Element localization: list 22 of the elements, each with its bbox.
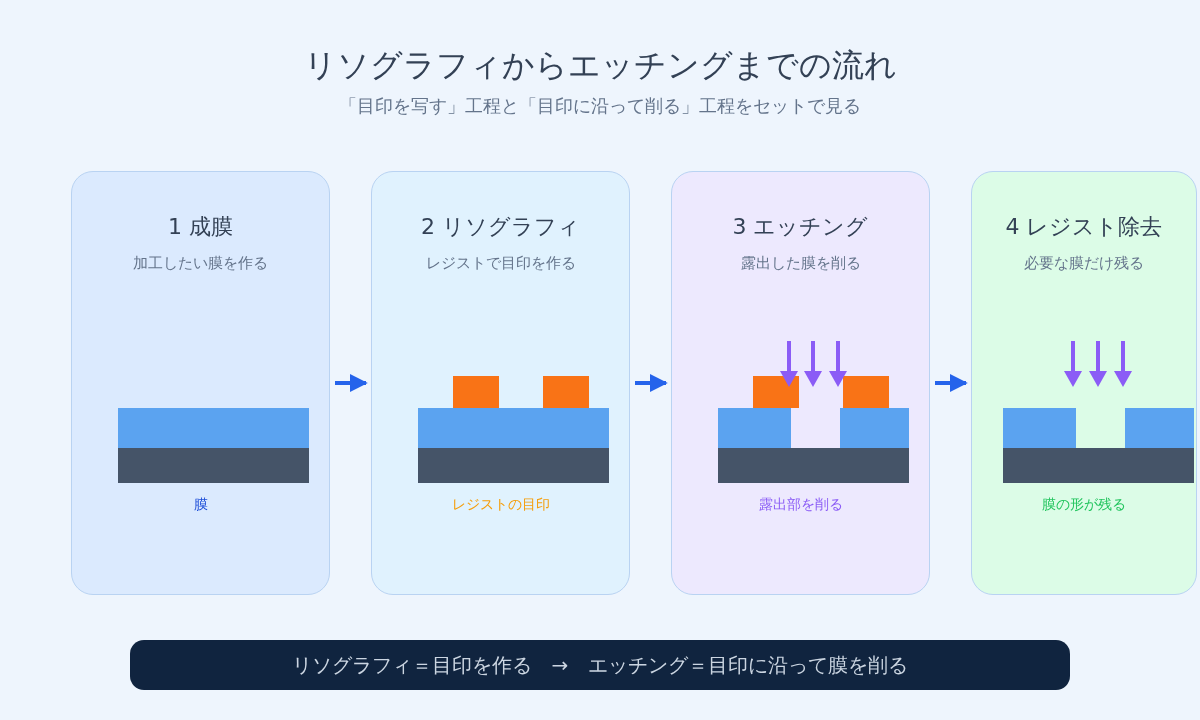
layer-caption: 膜 — [192, 496, 209, 514]
step-title: 3 エッチング — [731, 213, 870, 241]
step-description: 加工したい膜を作る — [132, 254, 269, 273]
subtitle-note: 「目印を写す」工程と「目印に沿って削る」工程をセットで見る — [338, 94, 862, 118]
step-description: レジストで目印を作る — [424, 254, 577, 273]
layer-caption: 露出部を削る — [757, 496, 844, 514]
step-card — [671, 171, 930, 595]
arrow — [935, 374, 968, 392]
step-card — [71, 171, 330, 595]
step-card — [371, 171, 630, 595]
summary-banner: リソグラフィ＝目印を作る → エッチング＝目印に沿って膜を削る — [130, 640, 1070, 690]
step-title: 1 成膜 — [167, 213, 234, 241]
step-card — [971, 171, 1197, 595]
step-title: 2 リソグラフィ — [420, 213, 581, 241]
step-description: 必要な膜だけ残る — [1023, 254, 1145, 273]
arrow — [635, 374, 668, 392]
step-description: 露出した膜を削る — [739, 254, 862, 273]
step-title: 4 レジスト除去 — [1004, 213, 1164, 241]
layer-caption: 膜の形が残る — [1041, 496, 1127, 514]
arrow — [335, 374, 368, 392]
layer-caption: レジストの目印 — [450, 496, 551, 514]
diagram-title: リソグラフィからエッチングまでの流れ — [302, 45, 898, 86]
